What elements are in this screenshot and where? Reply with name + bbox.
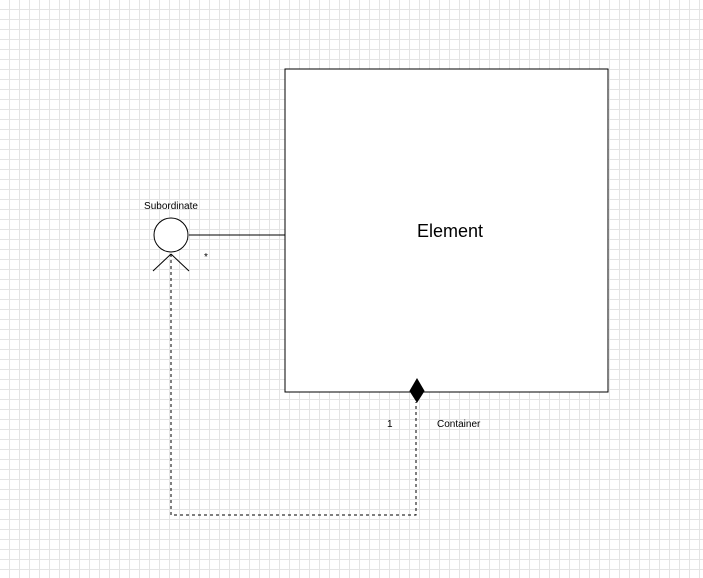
element-box[interactable]: [284, 68, 609, 393]
subordinate-label: Subordinate: [144, 201, 198, 212]
subordinate-circle: [153, 217, 189, 253]
subordinate-role-icon[interactable]: [152, 217, 190, 272]
subordinate-right-leg: [170, 253, 190, 272]
subordinate-multiplicity: *: [204, 252, 208, 263]
subordinate-left-leg: [152, 253, 172, 272]
container-multiplicity: 1: [387, 419, 393, 430]
container-label: Container: [437, 419, 481, 430]
element-label: Element: [417, 221, 483, 241]
composition-diamond-icon[interactable]: [409, 378, 425, 403]
